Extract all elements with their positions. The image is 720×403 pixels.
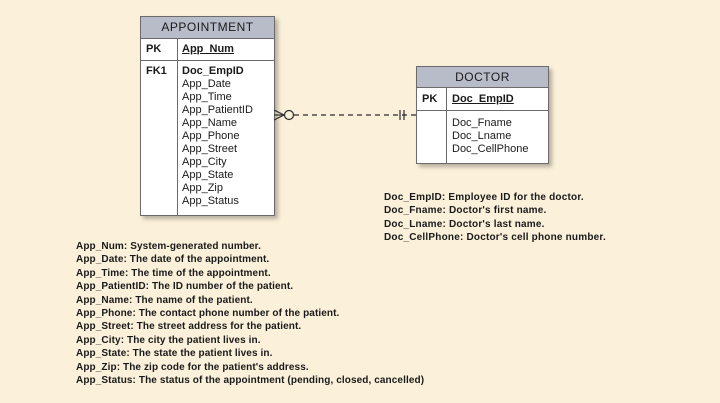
doctor-pk-row: PK Doc_EmpID [417, 88, 548, 111]
definition-line: App_Phone: The contact phone number of t… [76, 308, 340, 320]
definition-line: App_Num: System-generated number. [76, 241, 262, 252]
appointment-definitions: App_Num: System-generated number. App_Da… [76, 240, 424, 387]
definition-line: Doc_CellPhone: Doctor's cell phone numbe… [384, 232, 606, 244]
attribute: App_Zip [182, 182, 223, 194]
appointment-attributes-row: FK1 Doc_EmpID App_Date App_Time App_Pati… [141, 61, 274, 215]
definition-line: App_State: The state the patient lives i… [76, 348, 273, 360]
doctor-definitions: Doc_EmpID: Employee ID for the doctor. D… [384, 191, 606, 245]
doctor-entity[interactable]: DOCTOR PK Doc_EmpID Doc_Fname Doc_Lname … [416, 66, 549, 164]
definition-line: App_Zip: The zip code for the patient's … [76, 361, 309, 373]
attribute: App_State [182, 169, 234, 181]
zero-cardinality-circle [283, 109, 295, 121]
crows-foot-upper [273, 109, 285, 116]
attribute: App_PatientID [182, 104, 253, 116]
doctor-pk-label: PK [422, 93, 438, 105]
attribute: App_Time [182, 91, 232, 103]
doctor-entity-title: DOCTOR [417, 67, 548, 88]
attribute: Doc_Lname [452, 130, 512, 142]
appointment-pk-label: PK [146, 43, 162, 55]
appointment-pk-row: PK App_Num [141, 39, 274, 61]
doctor-pk-attribute: Doc_EmpID [452, 93, 514, 105]
definition-line: App_City: The city the patient lives in. [76, 334, 261, 346]
attribute: App_Date [182, 78, 231, 90]
appointment-fk-attribute: Doc_EmpID [182, 65, 244, 77]
doctor-attributes-row: Doc_Fname Doc_Lname Doc_CellPhone [417, 111, 548, 163]
attribute: App_City [182, 156, 227, 168]
appointment-entity-title: APPOINTMENT [141, 17, 274, 39]
doctor-attribute-list: Doc_Fname Doc_Lname Doc_CellPhone [452, 117, 528, 156]
definition-line: Doc_EmpID: Employee ID for the doctor. [384, 192, 584, 203]
appointment-fk-label: FK1 [146, 65, 167, 77]
definition-line: App_Street: The street address for the p… [76, 321, 302, 333]
attribute: Doc_CellPhone [452, 143, 529, 155]
definition-line: App_Name: The name of the patient. [76, 294, 253, 306]
attribute: App_Status [182, 195, 239, 207]
attribute: App_Name [182, 117, 238, 129]
definition-line: Doc_Fname: Doctor's first name. [384, 205, 547, 217]
appointment-attribute-list: Doc_EmpID App_Date App_Time App_PatientI… [182, 65, 253, 208]
attribute: Doc_Fname [452, 117, 512, 129]
definition-line: App_Date: The date of the appointment. [76, 254, 270, 266]
appointment-pk-attribute: App_Num [182, 43, 234, 55]
attribute: App_Phone [182, 130, 240, 142]
attribute: App_Street [182, 143, 238, 155]
definition-line: Doc_Lname: Doctor's last name. [384, 218, 545, 230]
definition-line: App_Status: The status of the appointmen… [76, 375, 425, 387]
definition-line: App_PatientID: The ID number of the pati… [76, 281, 294, 293]
crows-foot-lower [273, 114, 285, 121]
definition-line: App_Time: The time of the appointment. [76, 267, 271, 279]
appointment-entity[interactable]: APPOINTMENT PK App_Num FK1 Doc_EmpID App… [140, 16, 275, 216]
